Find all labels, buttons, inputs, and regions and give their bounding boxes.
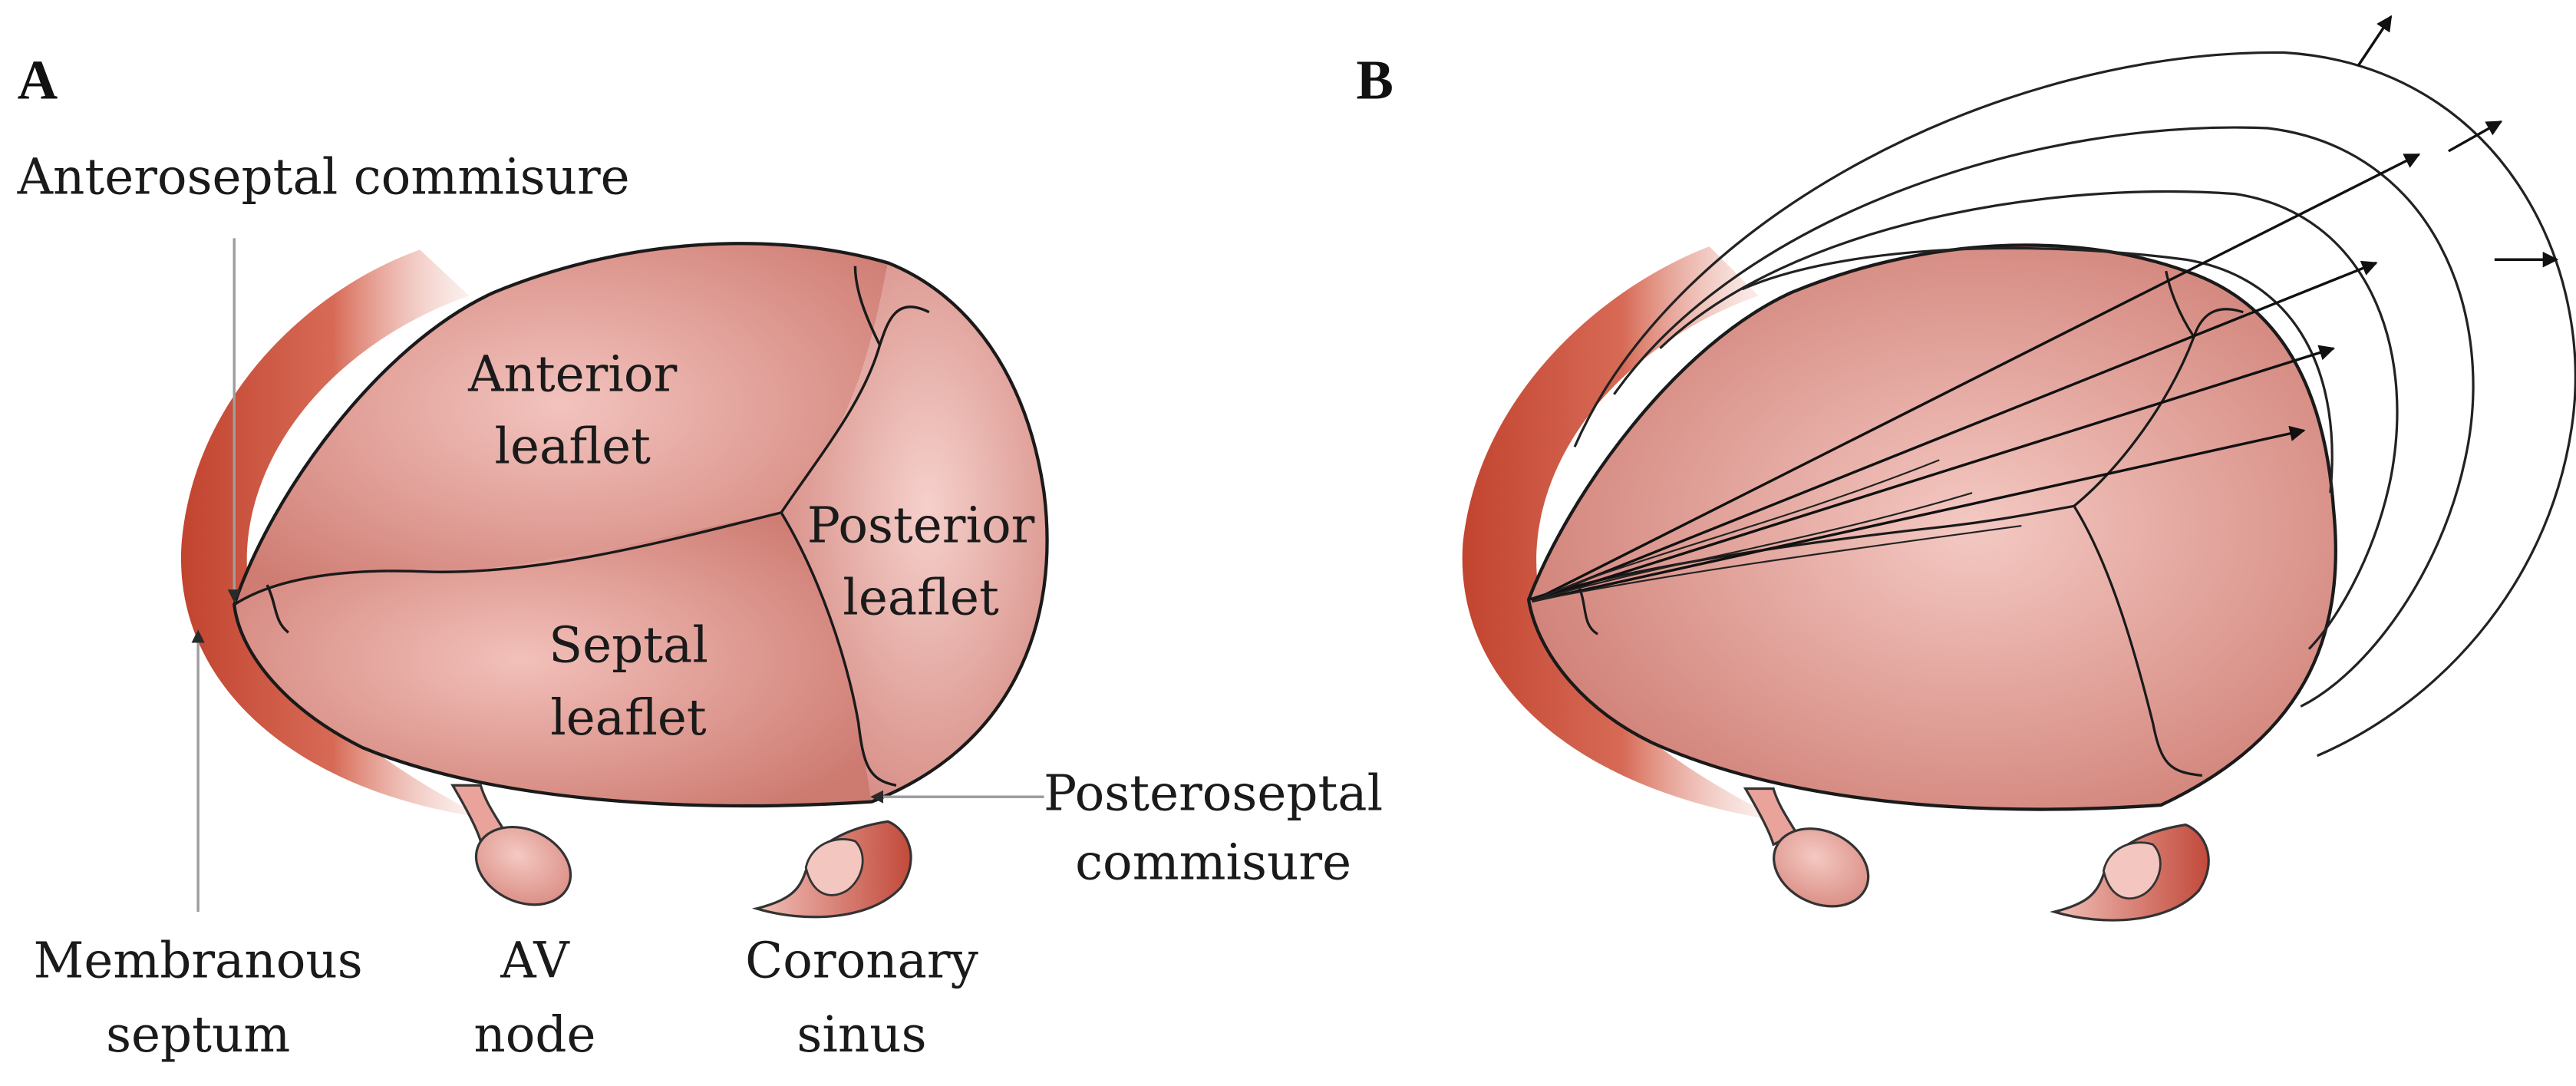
arrow-1 — [1531, 153, 2421, 603]
label-posterior-leaflet-line1: Posterior — [807, 497, 1035, 554]
anterior-leaflet — [234, 243, 889, 605]
label-anteroseptal-commisure: Anteroseptal commisure — [17, 149, 630, 206]
septum-crescent — [180, 249, 486, 819]
label-posteroseptal-line2: commisure — [1075, 833, 1351, 891]
coronary-sinus-shape — [751, 820, 912, 919]
radiating-arrows — [1531, 15, 2559, 603]
av-node-shape-b — [1743, 787, 1870, 908]
arrow-5 — [2357, 15, 2393, 67]
fan-lines — [1531, 459, 2022, 602]
panel-b: B — [1356, 15, 2576, 922]
label-membranous-septum-line2: septum — [106, 1006, 290, 1064]
label-coronary-sinus-line1: Coronary — [745, 933, 979, 990]
label-septal-leaflet-line2: leaflet — [550, 689, 707, 747]
valve-annulus-outline — [233, 242, 1049, 808]
label-anterior-leaflet-line1: Anterior — [467, 345, 677, 403]
panel-b-letter: B — [1356, 48, 1394, 111]
outer-loops — [1573, 51, 2576, 758]
posterior-leaflet — [781, 262, 1047, 802]
label-anterior-leaflet-line2: leaflet — [494, 418, 651, 476]
loop-2 — [1613, 126, 2475, 708]
label-membranous-septum-line1: Membranous — [34, 933, 363, 990]
loop-4 — [1741, 246, 2334, 493]
coaptation-lines — [233, 266, 930, 787]
panel-a: A — [17, 48, 1383, 1064]
loop-3 — [1659, 190, 2399, 650]
loop-1 — [1573, 51, 2576, 758]
arrow-2 — [1531, 260, 2378, 603]
av-node-shape — [450, 784, 572, 906]
coronary-sinus-shape-b — [2050, 823, 2210, 922]
pointer-lines — [191, 238, 1044, 913]
arrow-6 — [2448, 120, 2503, 153]
septum-crescent-b — [1462, 246, 1783, 822]
label-posteroseptal-line1: Posteroseptal — [1044, 764, 1383, 822]
septal-leaflet — [234, 512, 872, 806]
label-coronary-sinus-line2: sinus — [797, 1006, 926, 1064]
arrow-3 — [1531, 345, 2336, 603]
arrow-4 — [1532, 425, 2306, 603]
label-septal-leaflet-line1: Septal — [549, 617, 708, 675]
panel-a-letter: A — [18, 48, 58, 111]
label-av-node-line2: node — [473, 1006, 595, 1064]
label-av-node-line1: AV — [500, 933, 570, 990]
label-posterior-leaflet-line2: leaflet — [843, 569, 999, 627]
valve-annulus-outline-b — [1526, 243, 2337, 811]
